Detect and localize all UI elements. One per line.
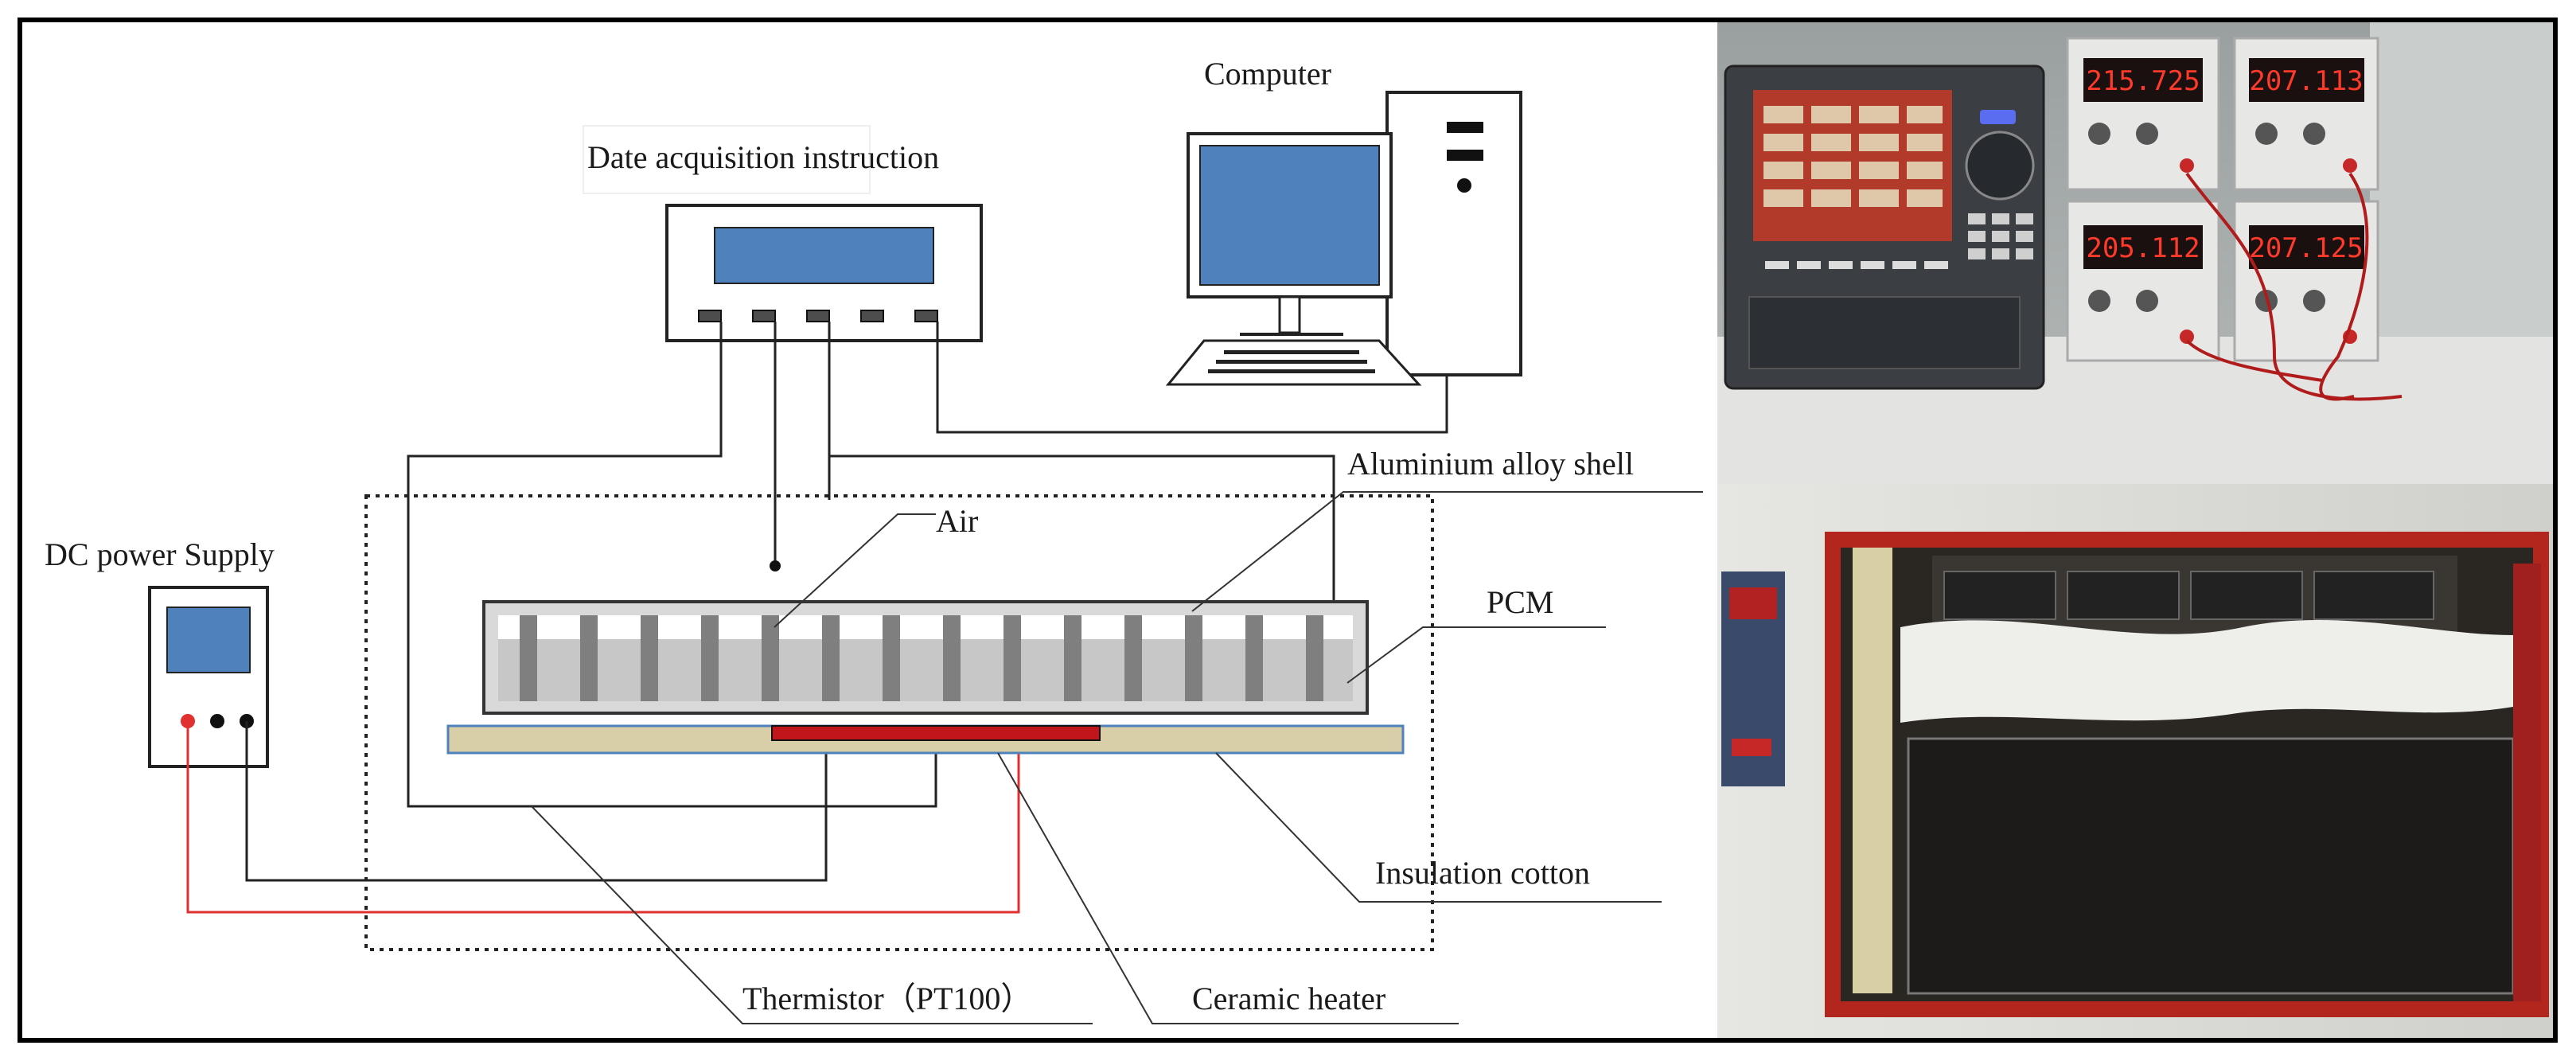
air-leader <box>774 513 936 628</box>
terminal-black <box>210 714 224 728</box>
fin <box>1004 615 1021 701</box>
dc-power-supply: DC power Supply <box>45 536 275 768</box>
supply-display <box>2249 58 2364 102</box>
fin <box>701 615 719 701</box>
positive-lead <box>186 721 1020 914</box>
logger-front-panel <box>1748 296 2021 369</box>
pcm-leader <box>1346 626 1606 684</box>
computer-tower <box>1385 91 1522 376</box>
insulation-cotton <box>1900 619 2513 723</box>
data-logger <box>1724 64 2045 390</box>
shell-leader <box>1191 491 1703 612</box>
heat-sink-assembly <box>482 600 1369 715</box>
supply-display-value: 207.113 <box>2249 65 2363 97</box>
fin <box>762 615 779 701</box>
thermistor-leader <box>531 806 1093 1024</box>
fin <box>822 615 840 701</box>
heater-leader <box>997 752 1459 1024</box>
supply-display <box>2083 58 2203 102</box>
computer-illustration: Computer <box>1165 56 1522 386</box>
fin <box>1064 615 1081 701</box>
wall-right <box>2370 22 2553 357</box>
logger-screen-grid <box>1763 106 1943 207</box>
supply-display-value: 207.125 <box>2249 232 2363 264</box>
shell-label: Aluminium alloy shell <box>1347 446 1634 482</box>
lead-wire <box>2319 172 2369 401</box>
thermistor-label: Thermistor（PT100） <box>742 981 1032 1016</box>
keyboard-keys <box>1208 350 1375 373</box>
fin <box>1185 615 1202 701</box>
oven-rack <box>1907 737 2515 995</box>
lead-wire <box>2185 339 2323 382</box>
monitor-stand <box>1278 295 1301 334</box>
drive-slot <box>1447 150 1483 161</box>
pcm-label: PCM <box>1487 584 1554 620</box>
dc-power-label: DC power Supply <box>45 536 275 572</box>
fin <box>580 615 598 701</box>
fin <box>883 615 900 701</box>
fin <box>1245 615 1263 701</box>
logger-softkeys <box>1765 261 1948 269</box>
pcm-region <box>498 639 1353 701</box>
photo-wires <box>2185 172 2403 401</box>
supply-knobs <box>2088 123 2325 312</box>
insulation-label: Insulation cotton <box>1375 855 1590 891</box>
signal-wires <box>245 322 1448 882</box>
air-probe-point <box>770 560 781 571</box>
monitor-screen <box>1199 145 1380 286</box>
air-label: Air <box>936 503 978 539</box>
door-edge <box>2513 564 2541 1001</box>
logger-dial <box>1965 131 2035 201</box>
figure-frame: Computer Date acquisition instruction DC <box>18 18 2558 1043</box>
logger-keypad <box>1968 213 2033 259</box>
heater-label: Ceramic heater <box>1192 981 1385 1016</box>
ceramic-heater <box>771 725 1101 741</box>
supply-display-value: 215.725 <box>2086 65 2200 97</box>
oven <box>1717 484 2553 1038</box>
fin <box>1306 615 1323 701</box>
fin-group <box>520 615 1323 701</box>
thermistor-wire <box>407 322 937 808</box>
drive-slot <box>1447 122 1483 133</box>
power-led <box>1457 178 1471 193</box>
door-insulation-strip <box>1853 548 1892 993</box>
oven-display <box>1729 587 1777 619</box>
supply-display <box>2083 225 2203 269</box>
oven-boundary <box>364 494 1434 951</box>
computer-link-wire <box>936 322 1448 434</box>
fin <box>1124 615 1142 701</box>
power-supply-screen <box>166 607 251 673</box>
oven-button <box>1732 739 1771 756</box>
daq-instrument: Date acquisition instruction <box>583 125 983 342</box>
insulation-leader <box>1215 752 1662 903</box>
supply-display <box>2249 225 2364 269</box>
experimental-schematic: Computer Date acquisition instruction DC <box>45 56 1703 1024</box>
daq-label-box <box>583 125 871 194</box>
negative-lead <box>245 721 828 882</box>
power-supplies: 215.725 207.113 205.112 207.125 <box>2066 37 2379 362</box>
fin <box>641 615 658 701</box>
leader-lines <box>531 491 1703 1024</box>
logger-button <box>1980 110 2016 124</box>
daq-label: Date acquisition instruction <box>587 139 939 175</box>
fin <box>943 615 961 701</box>
computer-label: Computer <box>1204 56 1331 92</box>
pcm-probe-wire <box>828 322 1335 675</box>
supply-display-value: 205.112 <box>2086 232 2200 264</box>
sample-cells <box>1943 571 2434 620</box>
fin <box>520 615 537 701</box>
daq-buttons <box>698 310 938 322</box>
air-gap <box>498 615 1353 639</box>
experiment-photo: 215.725 207.113 205.112 207.125 <box>1717 22 2553 1038</box>
daq-screen <box>714 227 934 284</box>
